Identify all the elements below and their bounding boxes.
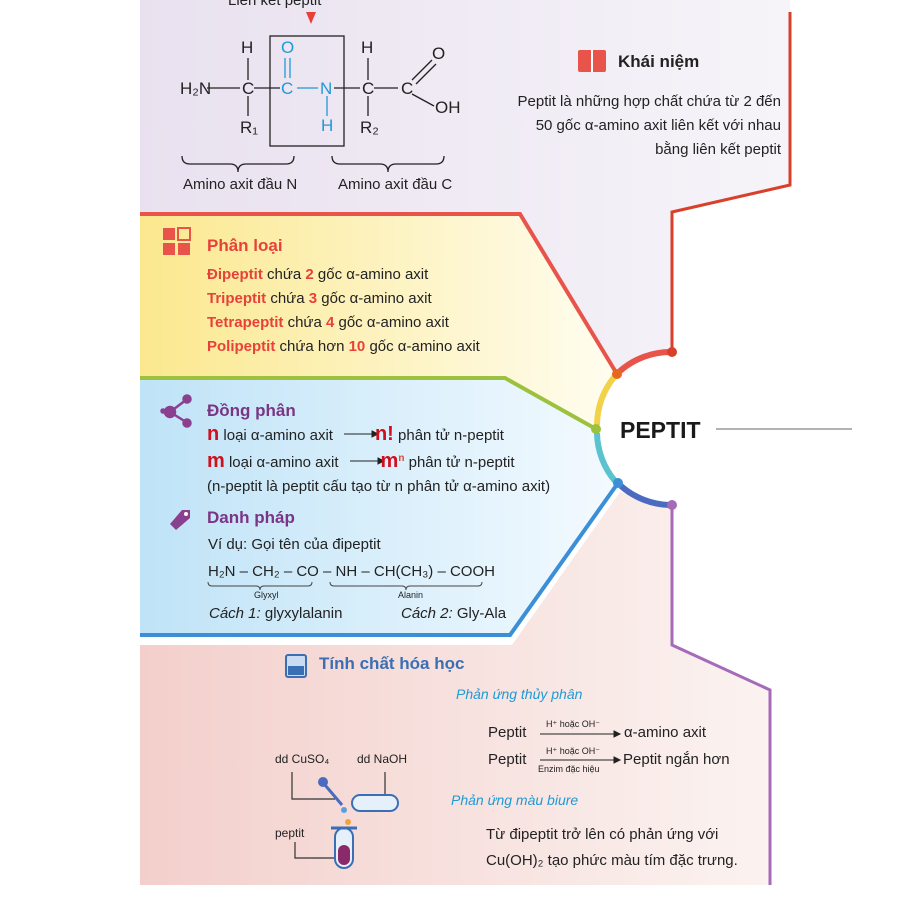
c-term-label: Amino axit đầu C: [338, 176, 453, 193]
line-blue: [140, 481, 620, 637]
arc-darkblue: [619, 483, 671, 508]
atom: C: [242, 79, 255, 98]
biuret-title: Phản ứng màu biure: [451, 792, 579, 808]
isomer-note: (n-peptit là peptit cấu tạo từ n phân tử…: [207, 478, 551, 495]
text-line: Peptit là những hợp chất chứa từ 2 đến: [517, 93, 781, 110]
peptit-label: peptit: [275, 826, 305, 840]
example-text: Ví dụ: Gọi tên của đipeptit: [208, 536, 381, 553]
formula: H₂N – CH₂ – CO – NH – CH(CH₃) – COOH: [208, 563, 495, 580]
dot-purple: [667, 500, 677, 510]
molecule-bonds: [181, 12, 445, 173]
text-line: bằng liên kết peptit: [655, 141, 781, 158]
panel-tinh-chat: [140, 492, 770, 885]
dot-blue: [613, 478, 623, 488]
glyxyl-label: Glyxyl: [254, 590, 279, 600]
line-red: [670, 12, 792, 350]
list-item: Đipeptit chứa 2 gốc α-amino axit: [207, 266, 429, 283]
list-item: Polipeptit chứa hơn 10 gốc α-amino axit: [207, 338, 480, 355]
naoh-label: dd NaOH: [357, 752, 408, 766]
line-orange: [140, 212, 619, 376]
phan-loai-title: Phân loại: [207, 236, 283, 255]
tag-icon: [170, 510, 190, 530]
panel-top: [140, 0, 790, 372]
reaction-1-left: Peptit: [488, 724, 527, 741]
dropper-icon: [318, 777, 347, 813]
atom: O: [432, 44, 446, 63]
reaction-2-enzyme: Enzim đặc hiệu: [538, 764, 600, 774]
center-title: PEPTIT: [620, 417, 701, 443]
n-term-label: Amino axit đầu N: [183, 176, 298, 193]
dong-phan-title: Đồng phân: [207, 401, 296, 420]
atom: H: [241, 38, 254, 57]
atom: N: [320, 79, 333, 98]
reaction-1-condition: H⁺ hoặc OH⁻: [546, 719, 601, 729]
atom: H: [361, 38, 374, 57]
reaction-2-left: Peptit: [488, 751, 527, 768]
panel-phan-loai: [140, 216, 615, 428]
reaction-arrows: [344, 430, 622, 764]
line-green: [140, 376, 597, 431]
text-line: 50 gốc α-amino axit liên kết với nhau: [535, 117, 781, 134]
atom: R₁: [240, 118, 259, 137]
atom: C: [281, 79, 294, 98]
arc-cyan: [594, 432, 618, 483]
reaction-2-condition: H⁺ hoặc OH⁻: [546, 746, 601, 756]
book-icon: [578, 50, 606, 72]
way-1: Cách 1: glyxylalanin: [209, 605, 343, 622]
atom: C: [362, 79, 375, 98]
text-line: Cu(OH)₂ tạo phức màu tím đặc trưng.: [486, 852, 738, 869]
beaker-icon: [285, 654, 307, 678]
way-2: Cách 2: Gly-Ala: [401, 605, 507, 622]
atom: OH: [435, 98, 461, 117]
arc-yellow: [594, 374, 618, 426]
share-icon: [160, 394, 192, 428]
dot-green: [591, 424, 601, 434]
dot-red: [667, 347, 677, 357]
atom: H: [321, 116, 334, 135]
bond-label: Liên kết peptit: [228, 0, 322, 9]
panel-dong-phan: [140, 380, 617, 636]
cuso4-label: dd CuSO₄: [275, 752, 330, 766]
atom: C: [401, 79, 414, 98]
atom: H₂N: [180, 79, 212, 98]
khai-niem-title: Khái niệm: [618, 52, 700, 71]
phan-loai-list: Đipeptit chứa 2 gốc α-amino axit Tripept…: [207, 263, 480, 359]
hydrolysis-title: Phản ứng thủy phân: [456, 686, 583, 702]
test-tube-naoh-icon: [351, 794, 399, 812]
peptide-bond-lines: [284, 58, 328, 116]
reaction-1-right: α-amino axit: [624, 724, 707, 741]
test-tube-peptit-icon: [331, 826, 357, 869]
alanin-label: Alanin: [398, 590, 424, 600]
atom: R₂: [360, 118, 379, 137]
formula-braces: [207, 581, 483, 591]
text-line: Từ đipeptit trở lên có phản ứng với: [486, 826, 719, 843]
danh-phap-title: Danh pháp: [207, 508, 295, 527]
dot-orange: [612, 369, 622, 379]
list-item: Tripeptit chứa 3 gốc α-amino axit: [207, 290, 432, 307]
list-item: Tetrapeptit chứa 4 gốc α-amino axit: [207, 314, 449, 331]
atom: O: [281, 38, 295, 57]
reaction-2-right: Peptit ngắn hơn: [623, 751, 730, 768]
tinh-chat-title: Tính chất hóa học: [319, 654, 465, 673]
line-purple: [670, 505, 772, 885]
khai-niem-text: Peptit là những hợp chất chứa từ 2 đến 5…: [518, 90, 781, 162]
biuret-text: Từ đipeptit trở lên có phản ứng với Cu(O…: [486, 822, 756, 874]
flame-drop-icon: [345, 819, 351, 825]
grid-icon: [163, 227, 191, 255]
